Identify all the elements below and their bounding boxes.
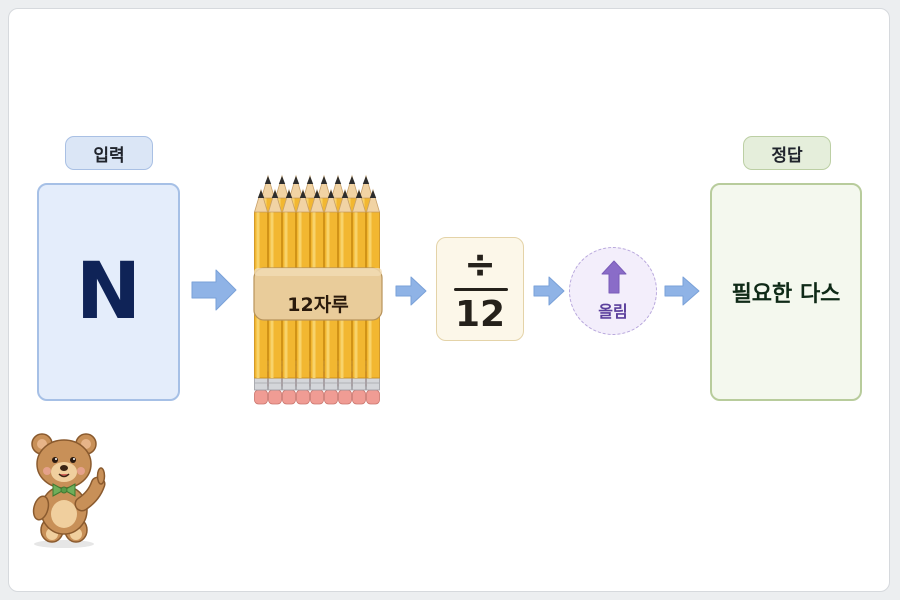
division-sign: ÷	[464, 242, 496, 286]
answer-box: 필요한 다스	[710, 183, 862, 401]
input-value: N	[75, 247, 142, 337]
arrow-right-icon	[533, 276, 565, 306]
arrow-right-icon	[191, 269, 237, 311]
arrow-right-icon	[664, 276, 700, 306]
pencil-bundle-icon	[253, 174, 383, 405]
rounding-circle: 올림	[569, 247, 657, 335]
arrow-right-icon	[395, 276, 427, 306]
input-tag: 입력	[65, 136, 153, 170]
teddy-bear-icon	[31, 433, 106, 548]
answer-text: 필요한 다스	[731, 282, 841, 307]
pencil-bundle-label: 12자루	[287, 294, 349, 316]
rounding-label: 올림	[598, 302, 628, 321]
fraction-line	[454, 288, 508, 291]
round-up-arrow-icon	[601, 260, 627, 294]
divisor-value: 12	[454, 294, 506, 335]
input-box: N	[37, 183, 180, 401]
answer-tag: 정답	[743, 136, 831, 170]
division-box: ÷ 12	[436, 237, 524, 341]
